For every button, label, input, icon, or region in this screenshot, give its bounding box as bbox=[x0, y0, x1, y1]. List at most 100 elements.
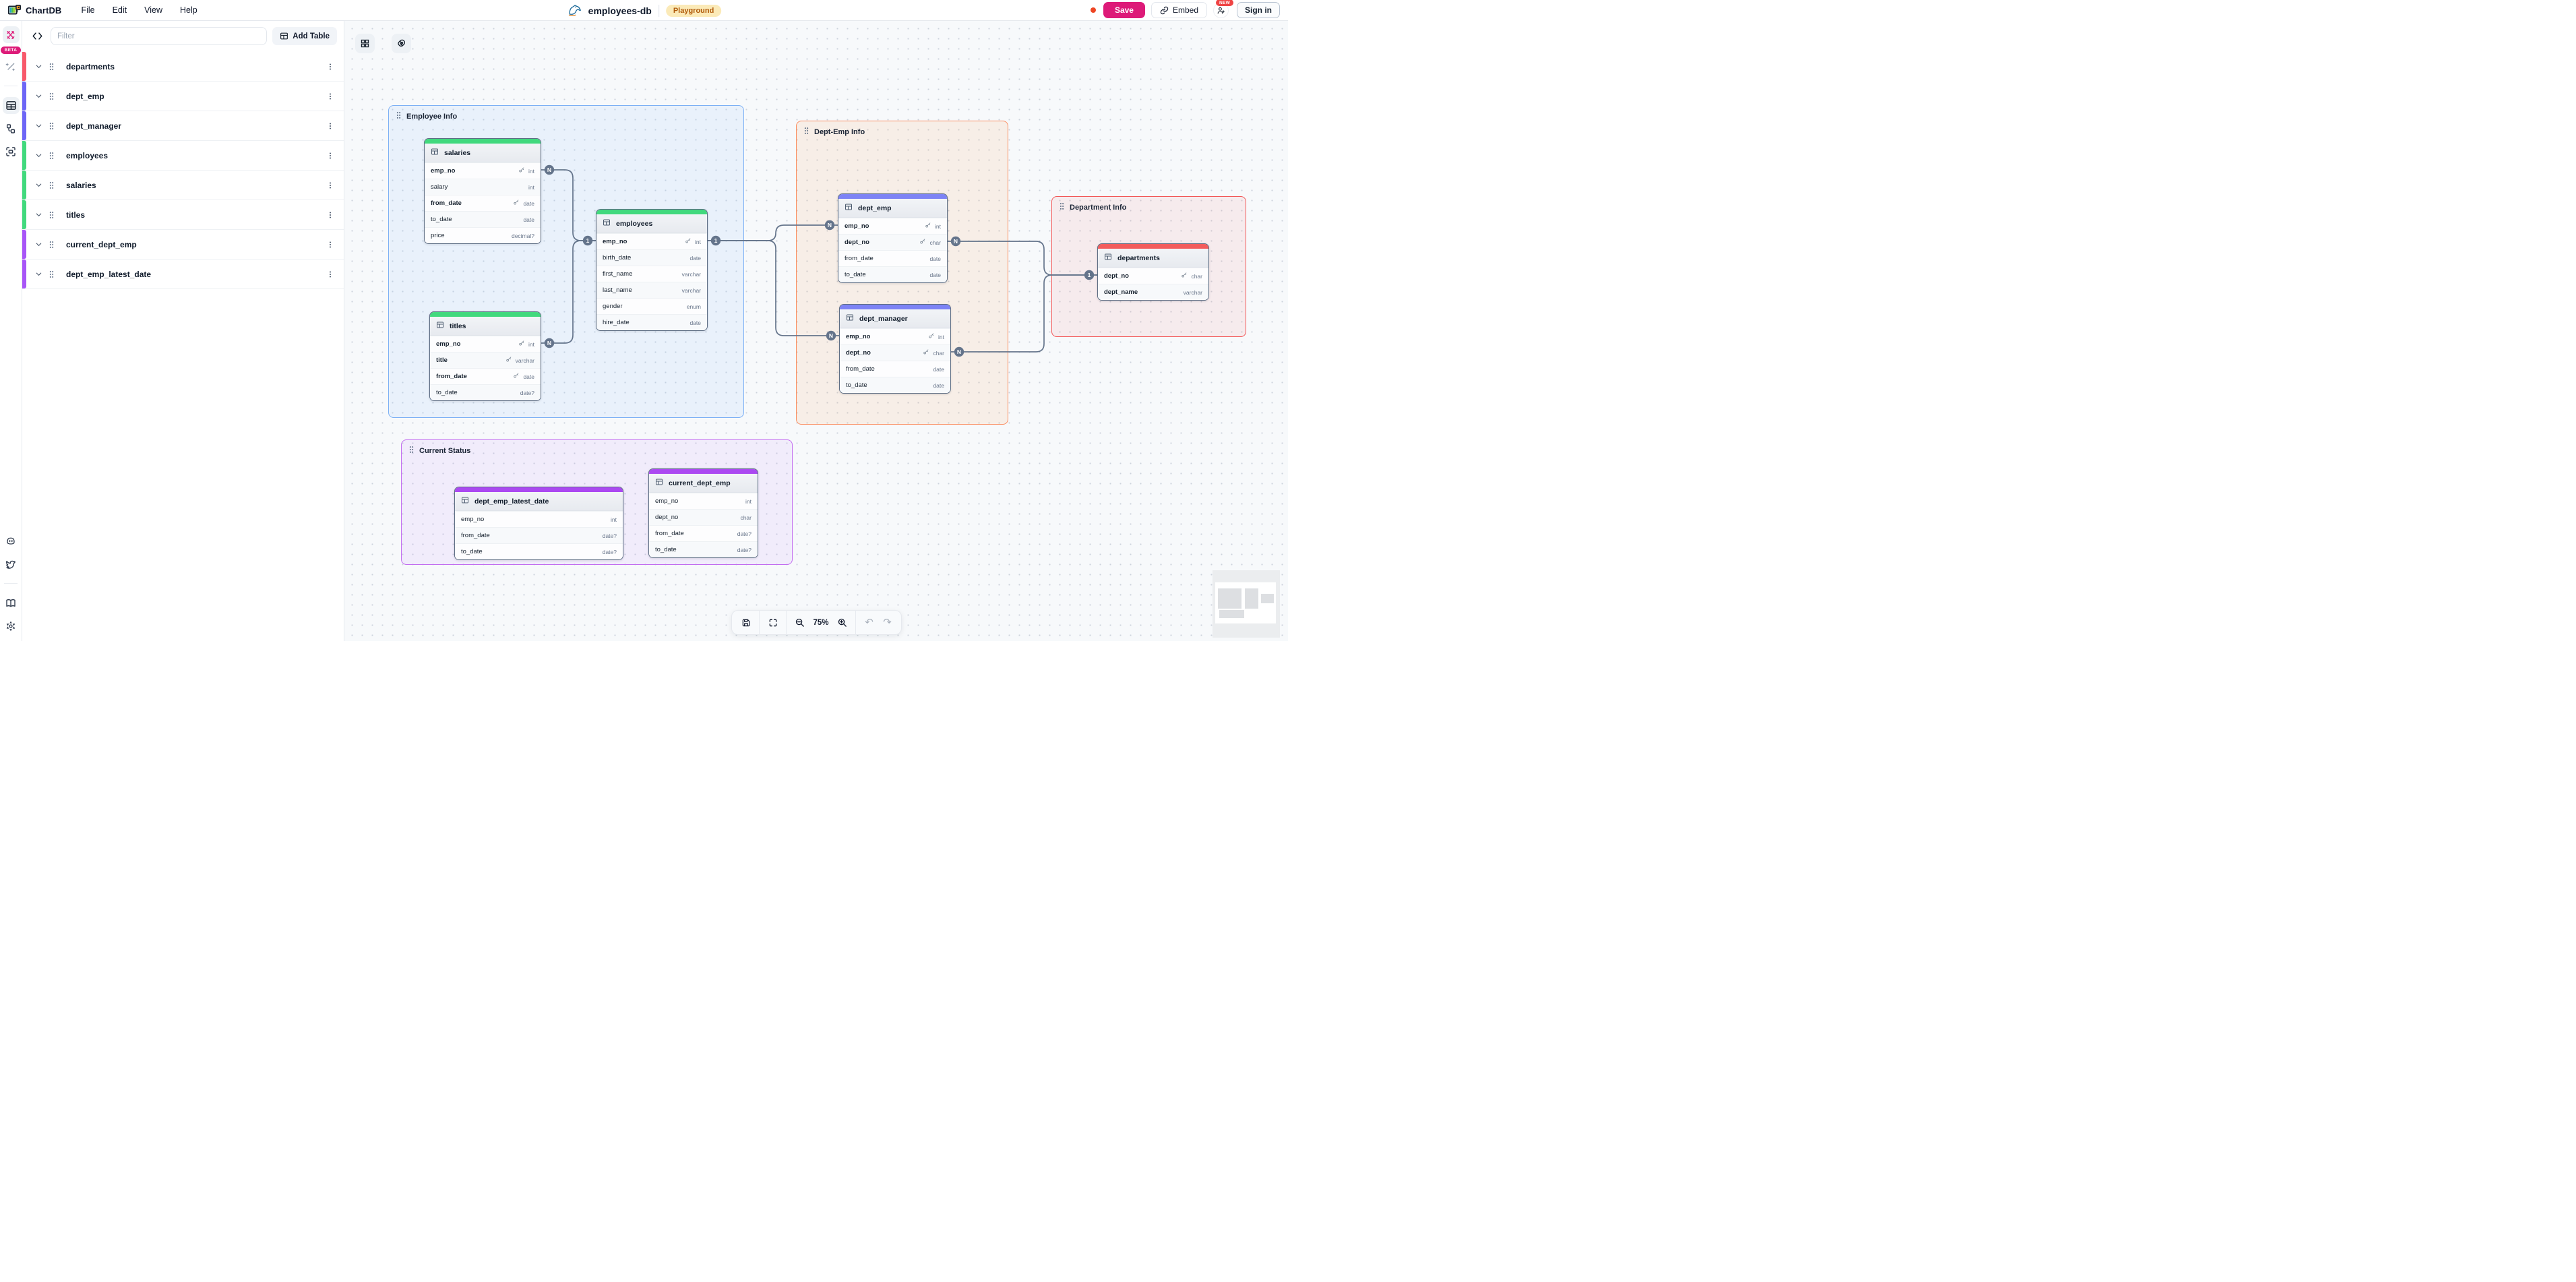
filter-input[interactable] bbox=[51, 27, 267, 45]
sign-in-button[interactable]: Sign in bbox=[1237, 2, 1280, 18]
zoom-in-button[interactable] bbox=[833, 613, 851, 632]
table-node-titles[interactable]: titlesemp_nointtitlevarcharfrom_datedate… bbox=[429, 311, 541, 401]
menu-help[interactable]: Help bbox=[173, 3, 205, 17]
table-node-header[interactable]: dept_manager bbox=[840, 309, 950, 328]
save-button[interactable]: Save bbox=[1103, 2, 1145, 18]
chevron-down-icon[interactable] bbox=[35, 122, 42, 129]
table-node-dept_emp[interactable]: dept_empemp_nointdept_nocharfrom_datedat… bbox=[838, 193, 948, 283]
reorder-tables-button[interactable] bbox=[355, 34, 375, 53]
field-row-emp_no[interactable]: emp_noint bbox=[840, 328, 950, 344]
field-row-emp_no[interactable]: emp_noint bbox=[455, 511, 623, 527]
table-list-item-salaries[interactable]: salaries bbox=[22, 171, 344, 200]
embed-button[interactable]: Embed bbox=[1151, 2, 1207, 18]
field-row-dept_no[interactable]: dept_nochar bbox=[838, 234, 947, 250]
drag-handle-icon[interactable] bbox=[49, 121, 55, 131]
minimap[interactable] bbox=[1213, 570, 1280, 638]
chevron-down-icon[interactable] bbox=[35, 241, 42, 248]
drag-handle-icon[interactable] bbox=[49, 92, 55, 101]
settings-gear-icon[interactable] bbox=[3, 617, 20, 634]
table-list-item-departments[interactable]: departments bbox=[22, 52, 344, 82]
undo-button[interactable]: ↶ bbox=[860, 613, 878, 632]
table-node-header[interactable]: dept_emp bbox=[838, 199, 947, 218]
zoom-out-button[interactable] bbox=[791, 613, 809, 632]
table-node-employees[interactable]: employeesemp_nointbirth_datedatefirst_na… bbox=[596, 209, 708, 331]
field-row-from_date[interactable]: from_datedate bbox=[430, 368, 541, 384]
table-node-header[interactable]: employees bbox=[596, 214, 707, 233]
snap-magnet-button[interactable] bbox=[392, 34, 411, 53]
field-row-emp_no[interactable]: emp_noint bbox=[430, 336, 541, 352]
field-row-to_date[interactable]: to_datedate? bbox=[430, 384, 541, 400]
menu-file[interactable]: File bbox=[73, 3, 102, 17]
table-list-item-employees[interactable]: employees bbox=[22, 141, 344, 171]
field-row-emp_no[interactable]: emp_noint bbox=[596, 233, 707, 249]
table-menu-icon[interactable] bbox=[326, 62, 334, 71]
menu-edit[interactable]: Edit bbox=[105, 3, 135, 17]
field-row-from_date[interactable]: from_datedate? bbox=[649, 525, 758, 541]
twitter-icon[interactable] bbox=[3, 555, 20, 572]
menu-view[interactable]: View bbox=[137, 3, 170, 17]
tables-tool-icon[interactable] bbox=[3, 97, 20, 114]
table-node-header[interactable]: current_dept_emp bbox=[649, 474, 758, 493]
drag-handle-icon[interactable] bbox=[49, 240, 55, 249]
field-row-last_name[interactable]: last_namevarchar bbox=[596, 282, 707, 298]
table-list-item-dept_emp[interactable]: dept_emp bbox=[22, 82, 344, 111]
field-row-to_date[interactable]: to_datedate bbox=[425, 211, 541, 227]
zoom-level[interactable]: 75% bbox=[809, 619, 833, 627]
table-menu-icon[interactable] bbox=[326, 181, 334, 190]
field-row-from_date[interactable]: from_datedate bbox=[425, 195, 541, 211]
table-node-header[interactable]: dept_emp_latest_date bbox=[455, 492, 623, 511]
field-row-first_name[interactable]: first_namevarchar bbox=[596, 266, 707, 282]
chevron-down-icon[interactable] bbox=[35, 211, 42, 218]
drag-handle-icon[interactable] bbox=[803, 127, 809, 137]
fit-view-button[interactable] bbox=[764, 613, 782, 632]
table-node-dept_manager[interactable]: dept_manageremp_nointdept_nocharfrom_dat… bbox=[839, 304, 951, 394]
table-node-dept_emp_latest_date[interactable]: dept_emp_latest_dateemp_nointfrom_dateda… bbox=[454, 487, 623, 560]
field-row-emp_no[interactable]: emp_noint bbox=[425, 162, 541, 179]
chevron-down-icon[interactable] bbox=[35, 92, 42, 100]
table-node-current_dept_emp[interactable]: current_dept_empemp_nointdept_nocharfrom… bbox=[648, 468, 758, 558]
table-menu-icon[interactable] bbox=[326, 210, 334, 220]
field-row-title[interactable]: titlevarchar bbox=[430, 352, 541, 368]
save-diagram-button[interactable] bbox=[737, 613, 755, 632]
field-row-gender[interactable]: genderenum bbox=[596, 298, 707, 314]
diagram-canvas[interactable]: Employee InfoDept-Emp InfoDepartment Inf… bbox=[344, 21, 1288, 641]
table-list-item-titles[interactable]: titles bbox=[22, 200, 344, 230]
field-row-price[interactable]: pricedecimal? bbox=[425, 227, 541, 243]
magic-wand-icon[interactable] bbox=[3, 58, 20, 75]
relationships-tool-icon[interactable] bbox=[3, 120, 20, 137]
table-list-item-dept_manager[interactable]: dept_manager bbox=[22, 111, 344, 141]
drag-handle-icon[interactable] bbox=[49, 151, 55, 160]
field-row-dept_no[interactable]: dept_nochar bbox=[1098, 268, 1208, 284]
drag-handle-icon[interactable] bbox=[49, 62, 55, 71]
table-list-item-dept_emp_latest_date[interactable]: dept_emp_latest_date bbox=[22, 260, 344, 289]
drag-handle-icon[interactable] bbox=[49, 270, 55, 279]
field-row-to_date[interactable]: to_datedate? bbox=[455, 543, 623, 559]
add-table-button[interactable]: Add Table bbox=[272, 27, 337, 45]
view-code-button[interactable] bbox=[29, 28, 45, 44]
field-row-from_date[interactable]: from_datedate bbox=[840, 361, 950, 377]
database-name[interactable]: employees-db bbox=[588, 5, 652, 16]
field-row-dept_no[interactable]: dept_nochar bbox=[840, 344, 950, 361]
field-row-salary[interactable]: salaryint bbox=[425, 179, 541, 195]
diagram-editor-icon[interactable] bbox=[3, 26, 20, 43]
table-node-header[interactable]: departments bbox=[1098, 249, 1208, 268]
redo-button[interactable]: ↷ bbox=[878, 613, 896, 632]
docs-book-icon[interactable] bbox=[3, 594, 20, 611]
drag-handle-icon[interactable] bbox=[49, 181, 55, 190]
drag-handle-icon[interactable] bbox=[49, 210, 55, 220]
drag-handle-icon[interactable] bbox=[408, 446, 415, 456]
table-menu-icon[interactable] bbox=[326, 240, 334, 249]
table-node-header[interactable]: salaries bbox=[425, 144, 541, 162]
chat-icon[interactable] bbox=[3, 532, 20, 549]
table-node-header[interactable]: titles bbox=[430, 317, 541, 336]
table-menu-icon[interactable] bbox=[326, 121, 334, 131]
chevron-down-icon[interactable] bbox=[35, 270, 42, 278]
field-row-birth_date[interactable]: birth_datedate bbox=[596, 249, 707, 266]
chevron-down-icon[interactable] bbox=[35, 181, 42, 189]
table-node-departments[interactable]: departmentsdept_nochardept_namevarchar bbox=[1097, 243, 1209, 301]
field-row-to_date[interactable]: to_datedate? bbox=[649, 541, 758, 557]
table-menu-icon[interactable] bbox=[326, 270, 334, 279]
field-row-dept_name[interactable]: dept_namevarchar bbox=[1098, 284, 1208, 300]
table-node-salaries[interactable]: salariesemp_nointsalaryintfrom_datedatet… bbox=[424, 138, 541, 244]
table-menu-icon[interactable] bbox=[326, 92, 334, 101]
